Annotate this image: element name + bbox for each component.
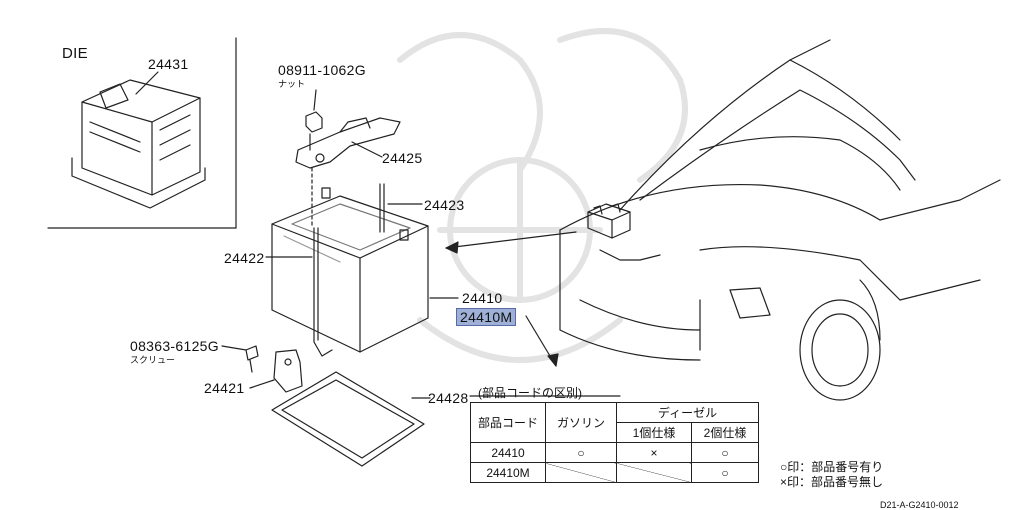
screw-08363-and-stay-24421 [221, 345, 303, 393]
row-single [616, 462, 692, 483]
part-number-24428: 24428 [428, 390, 469, 406]
table-header-row: 部品コード ガソリン ディーゼル [470, 402, 759, 443]
part-number-24422: 24422 [224, 250, 265, 266]
part-number-08363: 08363-6125G [130, 338, 219, 354]
header-gasoline: ガソリン [545, 402, 617, 443]
table-subheader-row: 1個仕様 2個仕様 [471, 422, 759, 443]
truck-illustration [559, 39, 1001, 401]
row-gasoline: ○ [545, 442, 617, 463]
header-double: 2個仕様 [691, 422, 759, 443]
table-row: 24410 ○ × ○ [470, 442, 759, 463]
part-number-24410m-highlight[interactable]: 24410M [456, 308, 517, 326]
watermark [397, 28, 688, 363]
part-number-24425: 24425 [382, 150, 423, 166]
table-caption: (部品コードの区別) [478, 386, 582, 400]
header-single: 1個仕様 [616, 422, 692, 443]
row-gasoline [545, 462, 617, 483]
table-row: 24410M ○ [470, 462, 759, 483]
part-number-08911: 08911-1062G [278, 62, 366, 78]
row-single: × [616, 442, 692, 463]
battery-24410 [271, 187, 459, 353]
header-code: 部品コード [470, 402, 546, 443]
diagram-code: D21-A-G2410-0012 [880, 500, 959, 510]
screw-label: スクリュー [130, 355, 176, 365]
part-number-24410: 24410 [462, 290, 503, 306]
legend-cross: ×印：部品番号無し [780, 475, 884, 489]
hold-bracket-24425 [295, 117, 401, 169]
battery-tray-24428 [271, 371, 431, 467]
nut-label: ナット [278, 79, 306, 89]
row-double: ○ [691, 462, 759, 483]
part-number-24431: 24431 [148, 56, 189, 72]
callout-arrows [445, 231, 577, 367]
header-diesel: ディーゼル [616, 402, 759, 423]
part-number-24421: 24421 [204, 380, 245, 396]
hold-rods [265, 167, 423, 357]
part-code-table: 部品コード ガソリン ディーゼル 1個仕様 2個仕様 24410 ○ × ○ 2… [470, 402, 759, 483]
row-code: 24410M [470, 462, 546, 483]
row-code: 24410 [470, 442, 546, 463]
battery-cover-24431 [71, 71, 206, 209]
legend-circle: ○印：部品番号有り [780, 460, 884, 474]
inset-frame [47, 37, 237, 229]
row-double: ○ [691, 442, 759, 463]
die-label: DIE [62, 45, 88, 62]
nut-08911 [305, 89, 323, 151]
part-number-24423: 24423 [424, 197, 465, 213]
